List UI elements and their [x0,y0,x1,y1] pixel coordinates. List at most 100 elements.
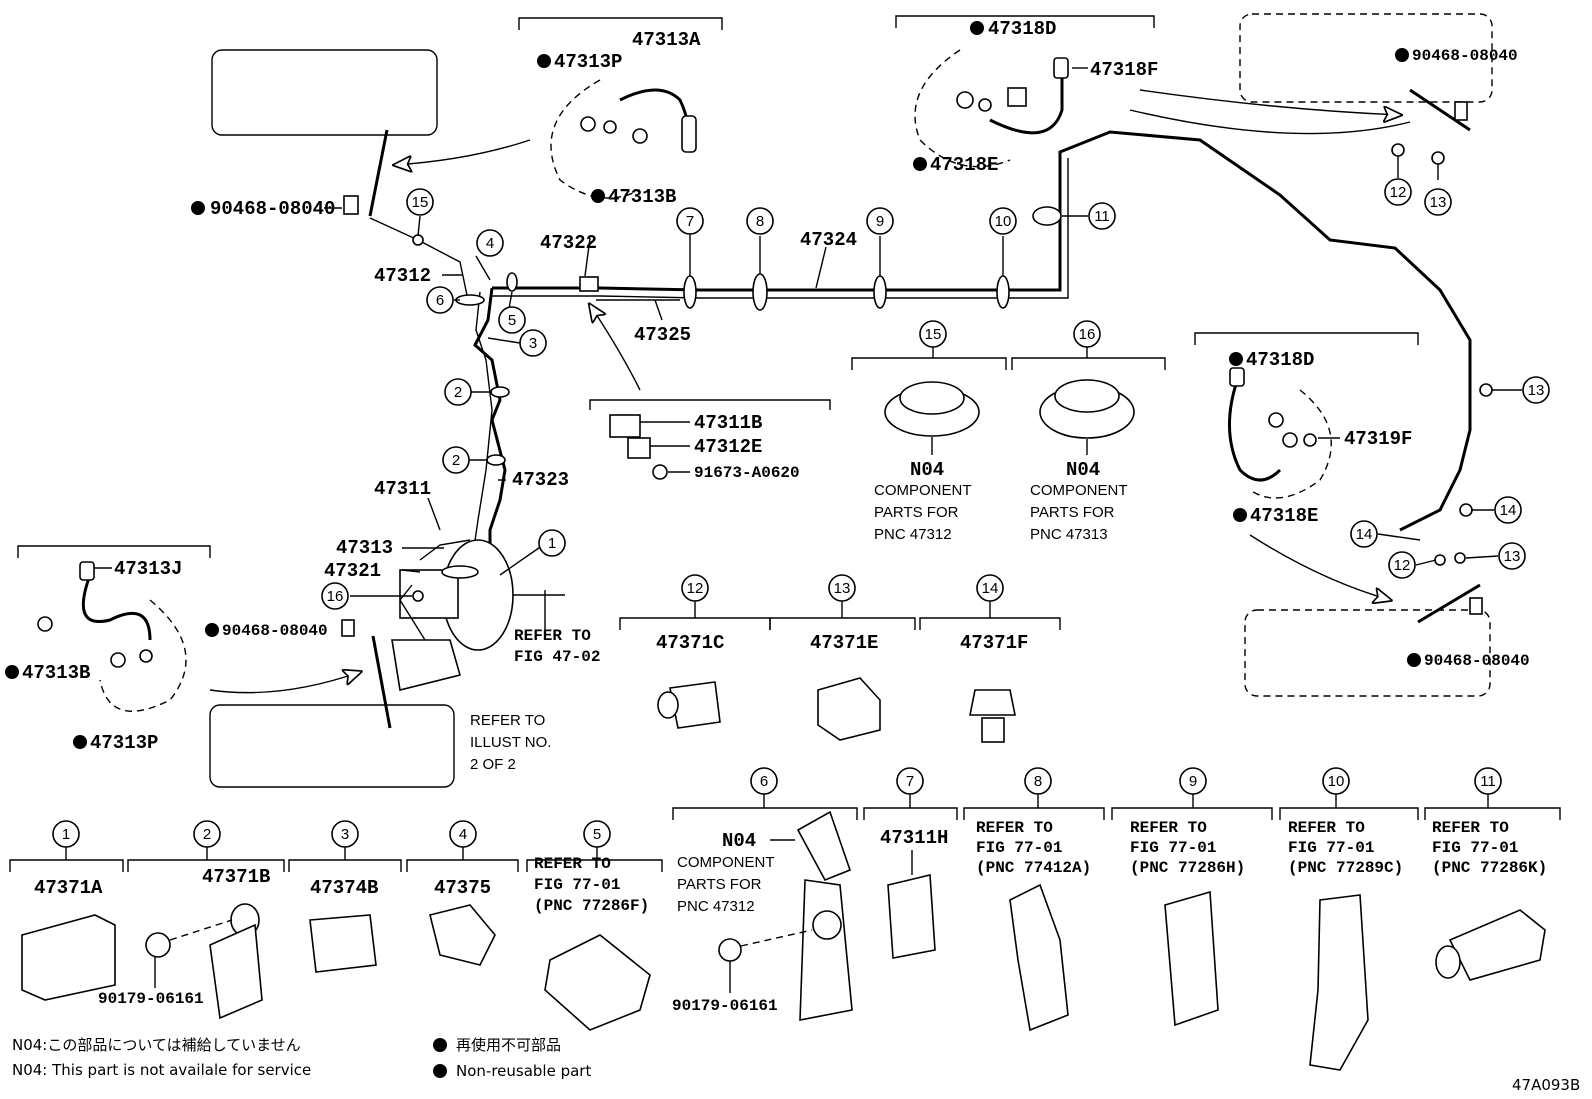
refer-to-fig-label: REFER TO [514,627,591,645]
master-cylinder [399,569,459,619]
label-47313B-top: 47313B [608,186,676,208]
callout-15-box: 15 [925,326,942,343]
label-47313A: 47313A [632,29,701,51]
label-47323: 47323 [512,469,569,491]
label-47318E-right: 47318E [1250,505,1318,527]
grommet16-component: COMPONENT [1030,482,1128,499]
label-47319F: 47319F [1344,428,1412,450]
label-47313: 47313 [336,537,393,559]
callout-9: 9 [876,213,884,230]
grommet16-parts-for: PARTS FOR [1030,504,1115,521]
callout-2-box: 2 [203,826,211,843]
label-91673: 91673-A0620 [694,464,800,482]
label-47321: 47321 [324,560,381,582]
ref9-refer: REFER TO [1130,819,1207,837]
label-47311H: 47311H [880,827,948,849]
callout-14-right: 14 [1500,502,1517,519]
callout-12-top: 12 [1390,184,1407,201]
legend-nonreusable-jp: 再使用不可部品 [456,1036,561,1054]
ref9-fig: FIG 77-01 [1130,839,1216,857]
label-47371B: 47371B [202,866,270,888]
ref10-fig: FIG 77-01 [1288,839,1374,857]
label-47324: 47324 [800,229,857,251]
grommet15-component: COMPONENT [874,482,972,499]
label-90468-br: 90468-08040 [1424,652,1530,670]
callout-11-box: 11 [1480,773,1496,790]
ref10-pnc: (PNC 77289C) [1288,859,1403,877]
callout-1-box: 1 [62,826,70,843]
callout-11: 11 [1094,208,1110,225]
label-47313P-top: 47313P [554,51,622,73]
legend-nonreusable-en: Non-reusable part [456,1062,591,1080]
callout-15: 15 [412,194,429,211]
grommet-details: 15 N04 COMPONENT PARTS FOR PNC 47312 16 … [851,320,1166,543]
grommet15-n04: N04 [910,459,944,481]
callout-12-box: 12 [687,580,704,597]
grommet16-n04: N04 [1066,459,1100,481]
detail-47313a: 47313A 47313P 47313B 90468-08040 [191,17,723,220]
label-90468-tr: 90468-08040 [1412,47,1518,65]
callout-12-bottom: 12 [1394,557,1411,574]
grommet15-pnc: PNC 47312 [874,526,952,543]
clamp-parts-row-bottom: 1 47371A 2 47371B 90179-06161 3 47374B 4… [9,767,1561,1071]
ref8-pnc: (PNC 77412A) [976,859,1091,877]
label-47371F: 47371F [960,632,1028,654]
ref8-refer: REFER TO [976,819,1053,837]
callout-10-box: 10 [1328,773,1345,790]
ref6-n04: N04 [722,830,756,852]
ref10-refer: REFER TO [1288,819,1365,837]
legend-n04-en: N04: This part is not availale for servi… [12,1061,311,1079]
callout-7-box: 7 [906,773,914,790]
diagram-code: 47A093B [1512,1076,1580,1094]
label-47375: 47375 [434,877,491,899]
callout-10: 10 [995,213,1012,230]
nonreusable-dot-icon-2 [433,1064,447,1078]
callout-14-box: 14 [982,580,999,597]
callout-13-top: 13 [1430,194,1447,211]
label-47322: 47322 [540,232,597,254]
nonreusable-dot-icon [433,1038,447,1052]
label-47313J: 47313J [114,558,182,580]
callout-5-box: 5 [593,826,601,843]
callout-4-box: 4 [459,826,467,843]
callout-13-bottom: 13 [1504,548,1521,565]
ref5-refer: REFER TO [534,855,611,873]
callout-8-box: 8 [1034,773,1042,790]
callout-5: 5 [508,312,516,329]
callout-2b: 2 [452,452,460,469]
ref11-refer: REFER TO [1432,819,1509,837]
ref5-fig: FIG 77-01 [534,876,620,894]
diagram-labels: 47312 47322 47324 47325 47323 47311 4731… [324,229,857,773]
label-90179-b: 90179-06161 [672,997,778,1015]
detail-47319f: 47318D 47319F 47318E 90468-08040 [1194,332,1530,670]
ref8-fig: FIG 77-01 [976,839,1062,857]
label-47312E: 47312E [694,436,762,458]
callout-3-box: 3 [341,826,349,843]
callout-16-box: 16 [1079,326,1096,343]
fig-47-02-label: FIG 47-02 [514,648,600,666]
callout-6: 6 [436,292,444,309]
illust-no-label: ILLUST NO. [470,734,551,751]
label-47371C: 47371C [656,632,724,654]
callout-2a: 2 [454,384,462,401]
tube-clamp-markers [412,143,1493,602]
detail-47318f: 47318D 47318F 47318E 90468-08040 [895,15,1518,176]
callout-16: 16 [327,588,344,605]
label-47312: 47312 [374,265,431,287]
ref6-parts-for: PARTS FOR [677,876,762,893]
ref11-fig: FIG 77-01 [1432,839,1518,857]
label-47325: 47325 [634,324,691,346]
label-47371E: 47371E [810,632,878,654]
label-47318F: 47318F [1090,59,1158,81]
legend-n04-jp: N04:この部品については補給していません [12,1036,301,1054]
label-47318E-top: 47318E [930,154,998,176]
callout-13-box: 13 [834,580,851,597]
reference-box-top-right [1239,13,1493,103]
label-47318D-top: 47318D [988,18,1056,40]
callout-8: 8 [756,213,764,230]
refer-to-illust-label: REFER TO [470,712,545,729]
detail-47313j: 47313J 47313B 47313P 90468-08040 [5,545,392,754]
callout-7: 7 [686,213,694,230]
callout-13-right: 13 [1528,382,1545,399]
callout-1: 1 [548,535,556,552]
